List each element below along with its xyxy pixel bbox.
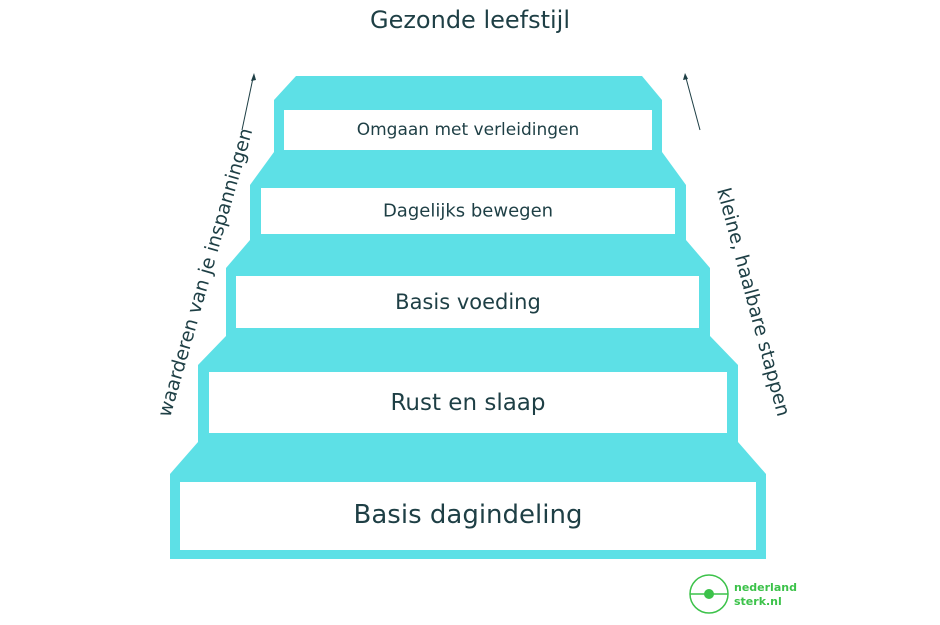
logo-dot-icon (704, 589, 714, 599)
step-2-box (261, 188, 675, 234)
step-1-box (284, 110, 652, 150)
logo: nederland sterk.nl (689, 574, 797, 614)
step-4: Rust en slaap (198, 336, 738, 442)
step-2: Dagelijks bewegen (250, 152, 686, 240)
step-5-label: Basis dagindeling (354, 500, 583, 530)
step-1-label: Omgaan met verleidingen (357, 120, 580, 140)
step-2-label: Dagelijks bewegen (383, 201, 553, 222)
left-arrow-head (251, 73, 256, 81)
logo-line2: sterk.nl (734, 595, 782, 608)
step-5-box (180, 482, 756, 550)
step-1: Omgaan met verleidingen (274, 76, 662, 152)
right-arrow (683, 73, 701, 131)
right-arrow-head (683, 73, 688, 80)
step-3-label: Basis voeding (395, 290, 541, 314)
left-arrow-line (241, 77, 254, 131)
step-4-label: Rust en slaap (390, 390, 545, 416)
step-3: Basis voeding (226, 240, 710, 336)
logo-line1: nederland (734, 581, 797, 594)
step-3-box (236, 276, 699, 328)
step-5: Basis dagindeling (170, 442, 766, 559)
page-title: Gezonde leefstijl (369, 6, 571, 34)
right-arrow-line (685, 77, 701, 131)
left-arrow (241, 73, 256, 131)
step-4-box (209, 372, 727, 433)
